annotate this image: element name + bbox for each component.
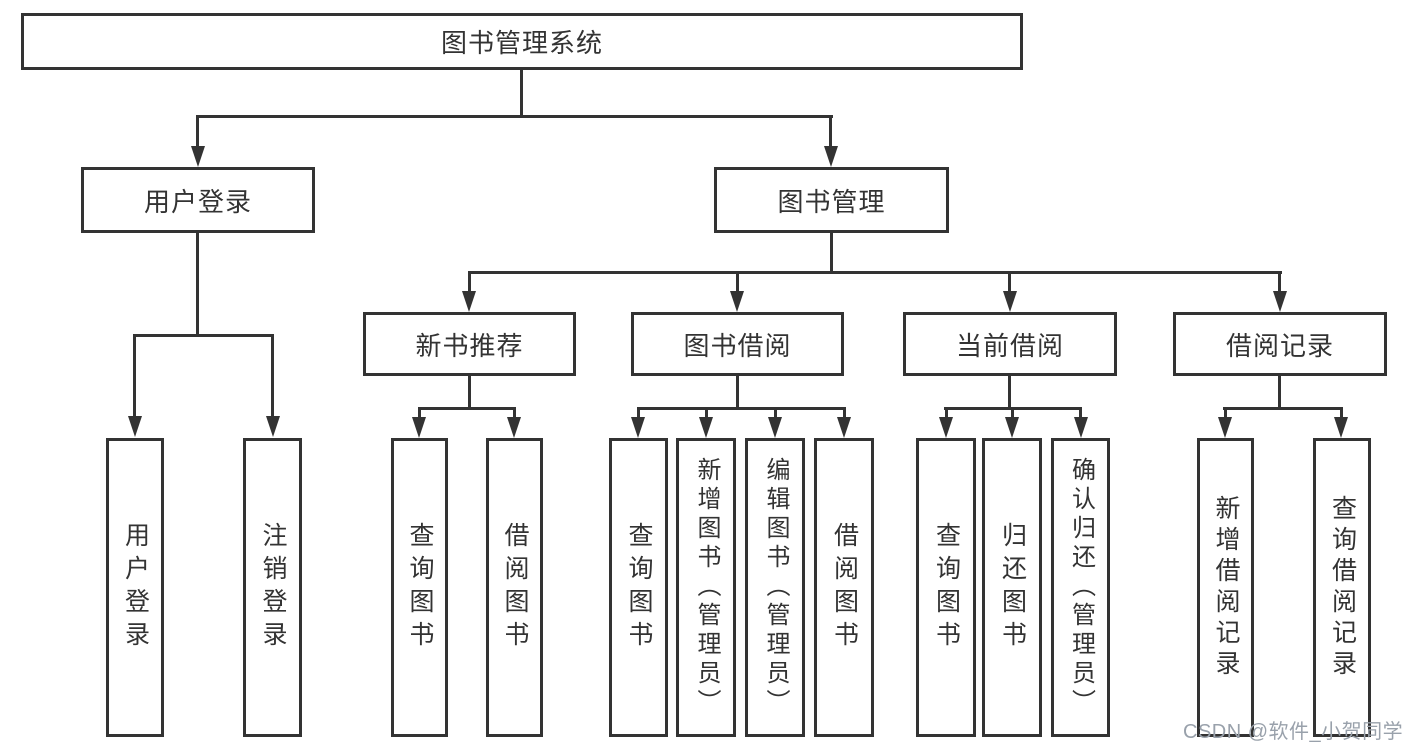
connector-line (1079, 407, 1082, 419)
leaf-bb-borrow-books: 借阅图书 (814, 438, 874, 737)
node-label: 查询图书 (406, 521, 434, 654)
arrow-down-icon (1273, 291, 1287, 312)
connector-line (520, 70, 523, 118)
arrow-down-icon (266, 416, 280, 437)
connector-line (196, 115, 199, 149)
node-label: 新书推荐 (415, 330, 524, 361)
arrow-down-icon (462, 291, 476, 312)
leaf-nbr-borrow-books: 借阅图书 (486, 438, 543, 737)
node-label: 借阅记录 (1225, 330, 1334, 361)
node-root-library-system: 图书管理系统 (21, 13, 1023, 70)
connector-line (1278, 271, 1281, 292)
connector-line (637, 407, 640, 419)
connector-line (1223, 407, 1343, 410)
node-label: 图书借阅 (683, 330, 792, 361)
connector-line (1011, 407, 1014, 419)
node-label: 新增借阅记录 (1212, 494, 1240, 681)
leaf-nbr-query-books: 查询图书 (391, 438, 448, 737)
arrow-down-icon (824, 146, 838, 167)
connector-line (1224, 407, 1227, 419)
connector-line (774, 407, 777, 419)
arrow-down-icon (631, 417, 645, 438)
node-label: 借阅图书 (830, 521, 859, 654)
arrow-down-icon (1074, 417, 1088, 438)
connector-line (418, 407, 421, 419)
connector-line (468, 376, 471, 410)
connector-line (843, 407, 846, 419)
arrow-down-icon (1005, 417, 1019, 438)
leaf-bb-add-books-admin: 新增图书（管理员） (676, 438, 736, 737)
leaf-bb-query-books: 查询图书 (609, 438, 668, 737)
leaf-br-add-record: 新增借阅记录 (1197, 438, 1254, 737)
arrow-down-icon (837, 417, 851, 438)
node-label: 查询借阅记录 (1328, 494, 1357, 681)
connector-line (945, 407, 948, 419)
arrow-down-icon (128, 416, 142, 437)
arrow-down-icon (1003, 291, 1017, 312)
arrow-down-icon (1334, 417, 1348, 438)
node-label: 归还图书 (998, 521, 1027, 654)
node-user-login: 用户登录 (81, 167, 315, 233)
connector-line (1008, 376, 1011, 410)
arrow-down-icon (191, 146, 205, 167)
connector-line (736, 271, 739, 292)
node-label: 查询图书 (932, 521, 961, 654)
arrow-down-icon (730, 291, 744, 312)
leaf-logout: 注销登录 (243, 438, 302, 737)
connector-line (1278, 376, 1281, 410)
leaf-cb-confirm-return-admin: 确认归还（管理员） (1051, 438, 1110, 737)
connector-line (829, 115, 832, 149)
connector-line (418, 407, 516, 410)
node-label: 用户登录 (121, 521, 150, 654)
connector-line (196, 115, 833, 118)
arrow-down-icon (1218, 417, 1232, 438)
connector-line (133, 334, 136, 418)
node-current-borrowing: 当前借阅 (903, 312, 1117, 376)
connector-line (705, 407, 708, 419)
connector-line (468, 271, 1282, 274)
node-label: 用户登录 (143, 186, 252, 217)
node-label: 借阅图书 (501, 521, 529, 654)
connector-line (271, 334, 274, 418)
leaf-user-login: 用户登录 (106, 438, 164, 737)
node-label: 当前借阅 (955, 330, 1064, 361)
csdn-watermark: CSDN @软件_小贺同学 (1183, 721, 1404, 743)
connector-line (1340, 407, 1343, 419)
node-book-borrowing: 图书借阅 (631, 312, 844, 376)
node-borrowing-records: 借阅记录 (1173, 312, 1387, 376)
node-book-management: 图书管理 (714, 167, 949, 233)
connector-line (736, 376, 739, 410)
node-label: 新增图书（管理员） (693, 457, 720, 718)
connector-line (1008, 271, 1011, 292)
node-label: 确认归还（管理员） (1067, 457, 1095, 718)
arrow-down-icon (699, 417, 713, 438)
node-label: 编辑图书（管理员） (762, 457, 789, 718)
arrow-down-icon (507, 417, 521, 438)
arrow-down-icon (412, 417, 426, 438)
connector-line (133, 334, 274, 337)
connector-line (637, 407, 846, 410)
leaf-bb-edit-books-admin: 编辑图书（管理员） (745, 438, 805, 737)
node-label: 注销登录 (259, 521, 287, 654)
leaf-cb-query-books: 查询图书 (916, 438, 976, 737)
node-label: 图书管理 (777, 186, 886, 217)
node-new-book-recommend: 新书推荐 (363, 312, 576, 376)
connector-line (513, 407, 516, 419)
arrow-down-icon (939, 417, 953, 438)
connector-line (468, 271, 471, 292)
connector-line (830, 233, 833, 274)
leaf-cb-return-books: 归还图书 (982, 438, 1042, 737)
arrow-down-icon (768, 417, 782, 438)
leaf-br-query-record: 查询借阅记录 (1313, 438, 1371, 737)
node-label: 查询图书 (625, 521, 653, 654)
connector-line (196, 233, 199, 337)
node-label: 图书管理系统 (440, 28, 603, 58)
